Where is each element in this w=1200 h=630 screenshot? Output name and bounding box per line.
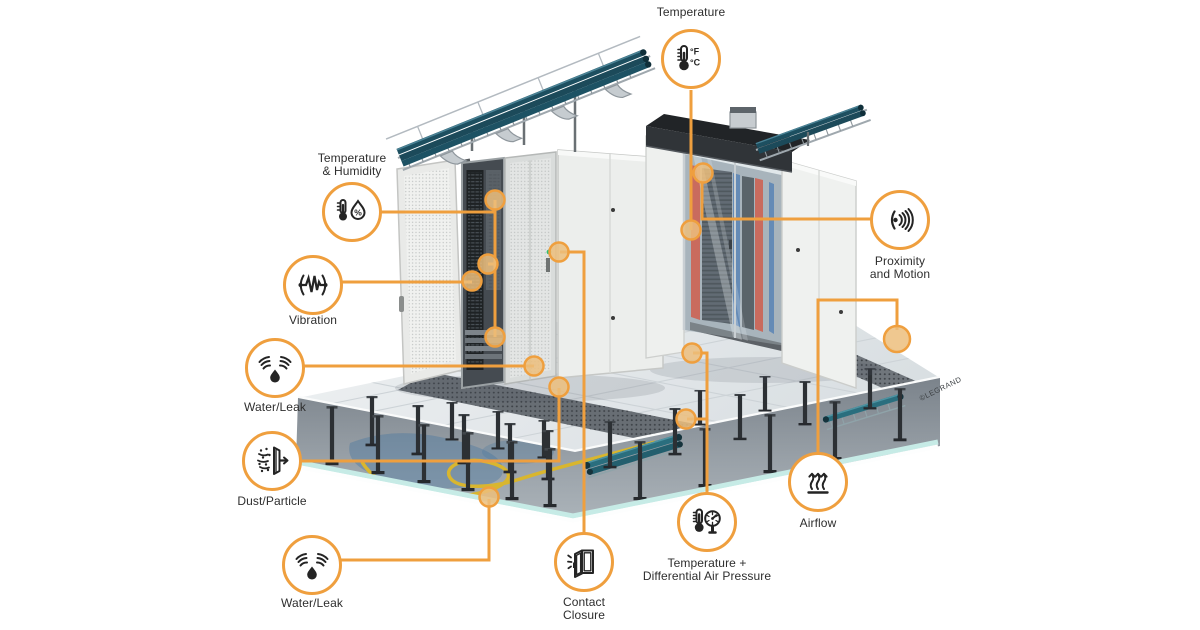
callout-label-temp-humidity: Temperature & Humidity [317, 151, 387, 179]
fahrenheit-label: °F [690, 47, 700, 57]
callout-label-vibration: Vibration [288, 313, 338, 327]
sensor-node [484, 326, 506, 348]
overhead-cable-tray-right [755, 104, 871, 162]
sensor-node [882, 324, 912, 354]
connector-dust-particle [301, 388, 561, 463]
glass-reflection [692, 150, 742, 340]
vibration-icon [298, 273, 328, 296]
sensor-node [681, 342, 703, 364]
callout-label-temp-diff-pressure: Temperature + Differential Air Pressure [642, 556, 772, 584]
sensor-node [692, 162, 714, 184]
aisle-left-cabinet [645, 131, 685, 359]
callout-label-airflow: Airflow [799, 516, 837, 530]
callout-water-leak-raised-floor [245, 338, 305, 398]
connector-lines [301, 90, 899, 562]
containment-aisle [645, 107, 857, 389]
red-pdu-strip [691, 165, 700, 320]
callout-label-water-leak-1: Water/Leak [244, 400, 306, 414]
sensor-node [478, 486, 500, 508]
door-contact-icon [567, 549, 594, 578]
callout-label-dust-particle: Dust/Particle [237, 494, 307, 508]
callout-label-contact-closure: Contact Closure [562, 595, 606, 623]
sensor-node [675, 408, 697, 430]
humidity-percent-label: % [354, 208, 362, 218]
celsius-label: °C [690, 58, 701, 68]
callout-water-leak-subfloor [282, 535, 342, 595]
thermometer-icon: °F °C [677, 45, 701, 71]
connector-airflow [816, 298, 899, 454]
overhead-cable-tray-left [385, 35, 656, 171]
thermometer-humidity-icon: % [336, 199, 366, 221]
sensor-node [548, 376, 570, 398]
callout-dust-particle [242, 431, 302, 491]
red-pdu-strip [755, 178, 763, 332]
callout-label-proximity-motion: Proximity and Motion [869, 254, 931, 282]
callout-airflow [788, 452, 848, 512]
callout-label-water-leak-2: Water/Leak [281, 596, 343, 610]
door-handle [399, 296, 404, 312]
connector-water-leak-subfloor [341, 499, 491, 562]
connector-proximity-motion [700, 180, 871, 221]
callout-temperature-humidity: % [322, 182, 382, 242]
sensor-node [680, 219, 702, 241]
callout-vibration [283, 255, 343, 315]
sensor-nodes [461, 162, 912, 508]
sensor-node [548, 241, 570, 263]
callout-proximity-motion [870, 190, 930, 250]
roof-fan-unit [729, 111, 757, 129]
sensor-node [461, 270, 483, 292]
callout-label-temperature: Temperature [656, 5, 726, 19]
sensor-node [484, 189, 506, 211]
callout-contact-closure [554, 532, 614, 592]
thermometer-gauge-icon [692, 508, 721, 534]
callout-temperature: °F °C [661, 29, 721, 89]
aisle-canopy [646, 126, 792, 172]
water-leak-icon [295, 553, 329, 580]
underfloor-plenum [295, 368, 940, 523]
proximity-motion-icon [890, 208, 914, 232]
water-leak-icon [258, 356, 292, 383]
airflow-icon [807, 472, 829, 494]
dust-particle-icon [257, 446, 289, 475]
sensor-node [477, 253, 499, 275]
sensor-node [523, 355, 545, 377]
callout-temperature-differential-air-pressure [677, 492, 737, 552]
